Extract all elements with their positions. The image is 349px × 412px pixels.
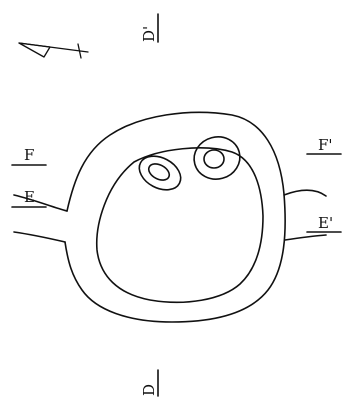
right-passage-upper-wall — [284, 190, 326, 196]
right-ring-feature — [189, 132, 244, 184]
section-label-d: D — [140, 384, 158, 396]
right-ring-inner — [204, 150, 224, 168]
section-label-f-prime: F' — [318, 136, 333, 154]
section-marker-e: E — [12, 188, 46, 207]
right-passage-lower-wall — [285, 235, 326, 240]
section-marker-d: D — [140, 370, 158, 396]
section-marker-d-prime: D' — [140, 14, 158, 42]
north-arrow-icon — [19, 43, 88, 58]
section-label-f: F — [24, 146, 34, 164]
section-label-e-prime: E' — [318, 214, 333, 232]
section-label-d-prime: D' — [140, 26, 158, 42]
section-marker-e-prime: E' — [307, 214, 341, 232]
left-ring-feature — [134, 149, 187, 196]
outer-wall — [65, 112, 285, 322]
right-ring-outer — [189, 132, 244, 184]
section-marker-f: F — [12, 146, 46, 165]
left-ring-outer — [134, 149, 187, 196]
left-passage-upper-wall — [14, 195, 67, 211]
section-label-e: E — [24, 188, 35, 206]
inner-wall — [97, 148, 263, 302]
section-marker-f-prime: F' — [307, 136, 341, 154]
left-ring-inner — [146, 161, 172, 184]
north-arrow-head — [19, 43, 50, 57]
left-passage-lower-wall — [14, 232, 65, 242]
